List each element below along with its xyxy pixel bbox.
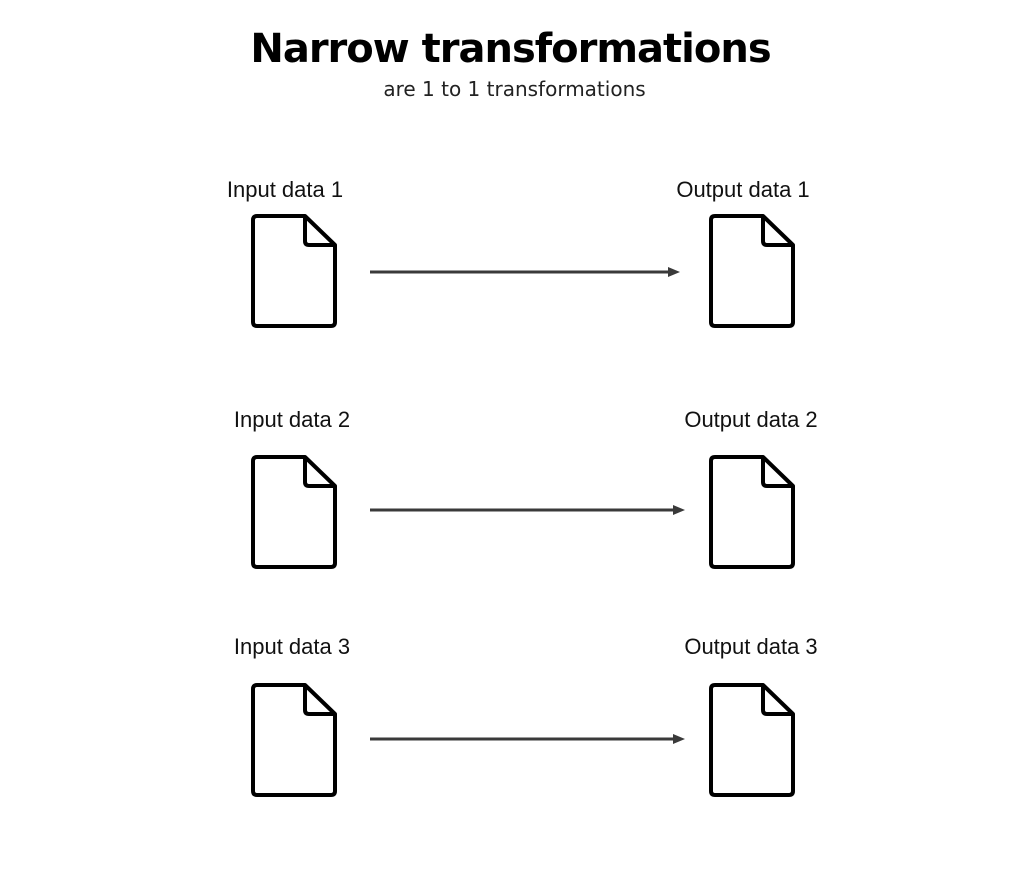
output-document-icon-2: [709, 455, 795, 569]
output-label-3: Output data 3: [684, 634, 818, 659]
arrow-head-1: [668, 267, 680, 277]
input-label-3: Input data 3: [233, 634, 351, 659]
input-document-icon-3: [251, 683, 337, 797]
output-document-icon-1: [709, 214, 795, 328]
input-label-2: Input data 2: [233, 407, 351, 432]
output-label-2: Output data 2: [684, 407, 818, 432]
input-document-icon-1: [251, 214, 337, 328]
arrow-head-2: [673, 505, 685, 515]
diagram-subtitle: are 1 to 1 transformations: [383, 77, 646, 101]
input-document-icon-2: [251, 455, 337, 569]
diagram-title: Narrow transformations: [250, 26, 771, 72]
output-document-icon-3: [709, 683, 795, 797]
arrow-head-3: [673, 734, 685, 744]
output-label-1: Output data 1: [676, 177, 810, 202]
input-label-1: Input data 1: [226, 177, 344, 202]
